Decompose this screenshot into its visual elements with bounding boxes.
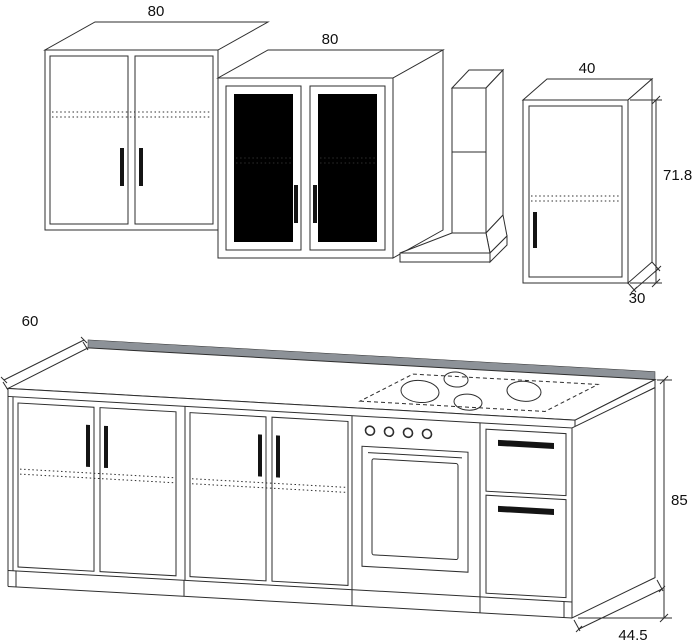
cooktop xyxy=(358,371,600,412)
cabinet-top-face xyxy=(43,21,270,51)
dimension-line xyxy=(578,588,663,630)
tick xyxy=(651,278,661,288)
door-left xyxy=(189,412,267,582)
shelf-line xyxy=(20,468,174,479)
glass-door-right xyxy=(309,85,386,251)
counter-depth-dimension: 60 xyxy=(0,313,89,391)
tick xyxy=(630,286,638,294)
shelf-line xyxy=(20,473,174,484)
cabinet-front-face xyxy=(522,99,629,284)
door-handle xyxy=(86,424,90,468)
dimension-line xyxy=(3,339,85,381)
tick xyxy=(0,376,8,384)
dim-label-wall-right-width: 40 xyxy=(579,60,596,77)
base-carcass xyxy=(7,396,573,619)
wall-cabinet-glass xyxy=(216,49,445,259)
canopy-lip xyxy=(399,252,491,263)
base-cabinet-2 xyxy=(189,412,349,586)
tick xyxy=(658,585,666,593)
doors-bottom-line xyxy=(8,569,572,603)
drawer-unit xyxy=(485,428,567,599)
glass-door-left xyxy=(225,85,302,251)
extension-line xyxy=(627,282,637,293)
dim-label-wall-depth: 30 xyxy=(629,290,646,307)
dim-label-wall-height: 71.8 xyxy=(663,167,692,184)
door-handle xyxy=(294,185,298,223)
door-left xyxy=(49,55,129,225)
burner xyxy=(506,380,542,402)
extension-line xyxy=(82,341,89,351)
oven-knob xyxy=(364,425,376,436)
door-handle xyxy=(104,425,108,469)
door-right xyxy=(271,416,349,586)
burner xyxy=(400,379,440,404)
drawer-bottom xyxy=(485,494,567,599)
extension-line xyxy=(2,381,9,391)
base-cabinet-1 xyxy=(17,402,177,577)
door-handle xyxy=(258,434,262,477)
door-handle xyxy=(313,185,317,223)
wall-cabinet-left xyxy=(43,21,270,231)
door-left xyxy=(17,402,95,572)
oven-unit xyxy=(361,425,469,573)
dimension-line xyxy=(633,268,659,291)
dim-label-counter-depth: 60 xyxy=(22,313,39,330)
base-height-dimension: 85 xyxy=(578,375,688,623)
oven-knob xyxy=(402,427,414,439)
door-handle xyxy=(120,148,124,186)
drawer-handle xyxy=(498,439,554,449)
oven-window xyxy=(371,458,459,560)
tick xyxy=(80,336,88,344)
dim-label-wall-mid-width: 80 xyxy=(322,31,339,48)
door-handle xyxy=(276,435,280,478)
oven-knob xyxy=(421,428,433,440)
chimney-side-face xyxy=(485,68,504,235)
tick xyxy=(575,625,583,633)
wall-depth-dimension: 30 xyxy=(627,261,662,307)
dim-label-base-height: 85 xyxy=(671,492,688,509)
base-run xyxy=(6,339,657,619)
oven-knob xyxy=(383,426,395,438)
extension-line xyxy=(651,261,661,272)
oven-door xyxy=(361,445,469,573)
plinth-bottom-line xyxy=(8,585,572,619)
base-depth-dimension: 44.5 xyxy=(573,579,666,644)
glass-panel xyxy=(234,94,293,242)
door-handle xyxy=(139,148,143,186)
shelf-line xyxy=(192,478,346,488)
oven-handle xyxy=(368,452,462,459)
drawer-handle xyxy=(498,505,554,515)
burner xyxy=(443,371,469,388)
tick xyxy=(651,95,661,105)
cabinet-side-face xyxy=(627,77,653,285)
door xyxy=(528,105,623,278)
door-right xyxy=(99,407,177,577)
cooker-hood xyxy=(399,68,508,264)
wall-cabinet-right xyxy=(521,77,654,285)
tick xyxy=(659,375,669,385)
dim-label-wall-left-width: 80 xyxy=(148,3,165,20)
tick xyxy=(659,613,669,623)
cabinet-front-face xyxy=(44,49,219,231)
glass-panel xyxy=(318,94,377,242)
canopy-lip-side xyxy=(489,234,508,264)
cabinet-side-face xyxy=(392,49,444,259)
door-handle xyxy=(533,212,537,248)
chimney-front-face xyxy=(451,87,487,234)
tick xyxy=(654,265,662,273)
shelf-line xyxy=(192,483,346,493)
wall-height-dimension: 71.8 xyxy=(630,95,692,288)
drawer-top xyxy=(485,428,567,497)
burner xyxy=(453,393,483,411)
dim-label-base-depth: 44.5 xyxy=(618,627,647,644)
door-right xyxy=(134,55,214,225)
cooktop-outline xyxy=(358,373,600,412)
